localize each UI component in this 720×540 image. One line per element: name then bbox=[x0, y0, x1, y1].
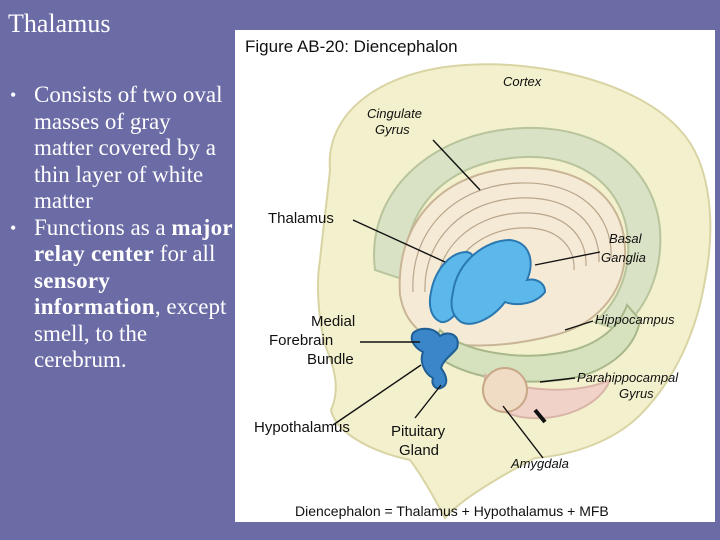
label-basal: Basal bbox=[609, 231, 643, 246]
leader-cingulate bbox=[432, 139, 481, 191]
label-cingulate: Cingulate bbox=[367, 106, 422, 121]
leader-amygdala bbox=[502, 405, 544, 459]
leader-hippocampus bbox=[564, 320, 594, 331]
label-medial: Medial bbox=[311, 313, 355, 330]
label-ganglia: Ganglia bbox=[601, 250, 646, 265]
label-thalamus: Thalamus bbox=[268, 210, 334, 227]
bullet-item: • Functions as a major relay center for … bbox=[8, 215, 234, 374]
leader-thalamus bbox=[352, 219, 446, 263]
leader-basal bbox=[534, 251, 601, 266]
bullet-marker: • bbox=[10, 217, 17, 238]
label-pituitary: Pituitary bbox=[391, 423, 446, 440]
bullet-list: • Consists of two oval masses of gray ma… bbox=[8, 82, 234, 374]
bullet-bold-relay: major relay center bbox=[34, 214, 233, 267]
bullet-text-suffix: , except smell, to the cerebrum. bbox=[34, 294, 227, 372]
label-gyrus: Gyrus bbox=[375, 122, 410, 137]
leader-pituitary bbox=[414, 384, 442, 419]
leader-amygdala-arrow bbox=[533, 408, 547, 424]
label-hippocampus: Hippocampus bbox=[595, 312, 675, 327]
bullet-text: Consists of two oval masses of gray matt… bbox=[34, 82, 223, 213]
bullet-item: • Consists of two oval masses of gray ma… bbox=[8, 82, 234, 215]
diencephalon-figure: Figure AB-20: Diencephalon Cortex Cingul… bbox=[235, 30, 715, 522]
leader-parahippo bbox=[539, 377, 576, 383]
figure-title: Figure AB-20: Diencephalon bbox=[245, 37, 458, 56]
bullet-text-prefix: Functions as a bbox=[34, 214, 172, 240]
label-amygdala: Amygdala bbox=[510, 456, 569, 471]
label-hypothalamus: Hypothalamus bbox=[254, 419, 350, 436]
bullet-text-middle: for all bbox=[154, 241, 216, 266]
slide-title: Thalamus bbox=[8, 9, 111, 38]
bullet-bold-sensory: sensory information bbox=[34, 267, 155, 320]
label-bundle: Bundle bbox=[307, 351, 354, 368]
diencephalon-diagram: Figure AB-20: Diencephalon Cortex Cingul… bbox=[245, 37, 712, 520]
label-forebrain: Forebrain bbox=[269, 332, 333, 349]
layer-arc bbox=[412, 182, 612, 293]
amygdala-shape bbox=[482, 367, 528, 413]
figure-caption: Diencephalon = Thalamus + Hypothalamus +… bbox=[295, 503, 609, 519]
label-gland: Gland bbox=[399, 442, 439, 459]
label-parahippo-gyrus: Gyrus bbox=[619, 386, 654, 401]
bullet-marker: • bbox=[10, 85, 17, 105]
label-parahippocampal: Parahippocampal bbox=[577, 370, 679, 385]
label-cortex: Cortex bbox=[503, 74, 542, 89]
thalamus-right-shape bbox=[450, 238, 547, 325]
mfb-shape bbox=[410, 327, 459, 390]
layer-arc bbox=[424, 197, 600, 293]
layer-arc bbox=[436, 212, 587, 293]
leader-hypothalamus bbox=[332, 364, 422, 426]
